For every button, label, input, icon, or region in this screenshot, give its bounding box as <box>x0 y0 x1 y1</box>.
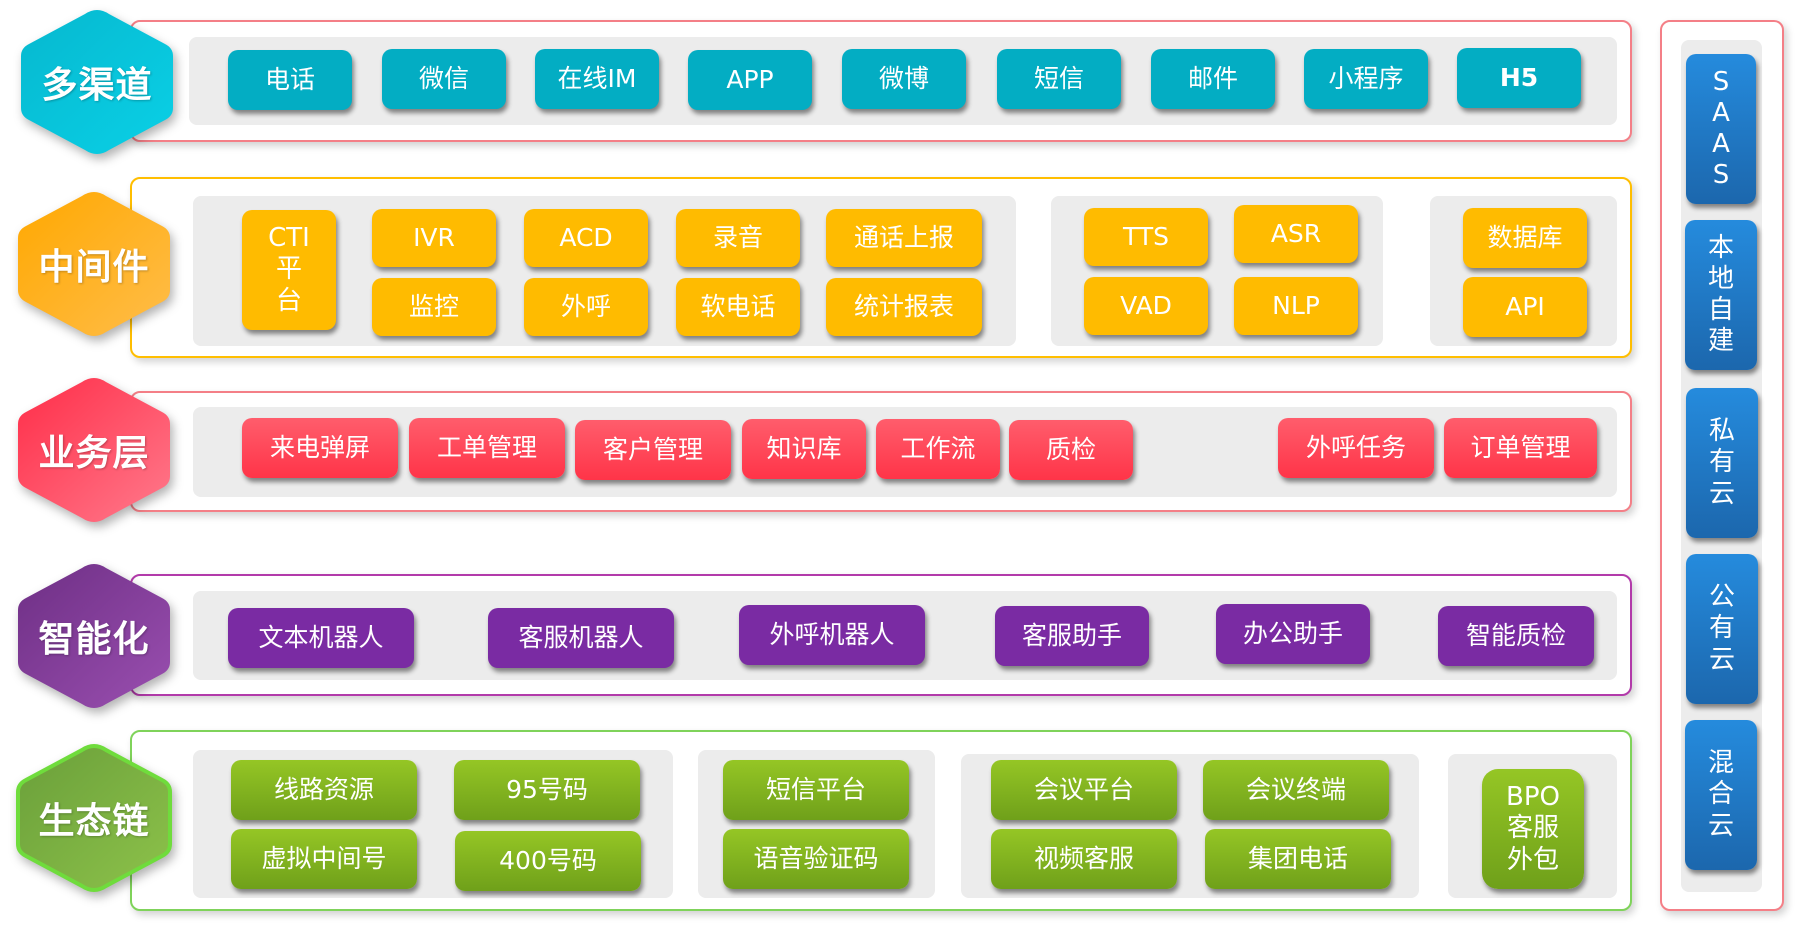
bpo-line: BPO <box>1506 782 1560 813</box>
layer-label: 生态链 <box>38 801 150 842</box>
business-button-quality-inspection[interactable]: 质检 <box>1009 420 1133 480</box>
deploy-char: 地 <box>1707 263 1734 294</box>
deploy-char: S <box>1712 160 1730 191</box>
eco-button-video-service[interactable]: 视频客服 <box>991 829 1177 889</box>
hexagon-shape <box>21 10 173 154</box>
eco-button-400-number[interactable]: 400号码 <box>455 831 641 891</box>
layer-badge-business: 业务层 <box>14 374 174 526</box>
eco-button-conference-terminal[interactable]: 会议终端 <box>1203 760 1389 820</box>
layer-label: 智能化 <box>38 619 150 660</box>
deploy-char: 私 <box>1708 416 1735 447</box>
middleware-button-softphone[interactable]: 软电话 <box>676 278 800 336</box>
channel-button-online-im[interactable]: 在线IM <box>535 49 659 109</box>
middleware-button-acd[interactable]: ACD <box>524 209 648 267</box>
ai-button-service-bot[interactable]: 客服机器人 <box>488 608 674 668</box>
layer-label: 中间件 <box>38 247 150 288</box>
ai-button-office-assist[interactable]: 办公助手 <box>1216 604 1370 664</box>
channel-button-mini-program[interactable]: 小程序 <box>1304 49 1428 109</box>
bpo-line: 外包 <box>1506 844 1559 875</box>
deploy-char: 有 <box>1708 613 1735 644</box>
eco-button-line-resources[interactable]: 线路资源 <box>231 760 417 820</box>
business-button-ticket-management[interactable]: 工单管理 <box>409 418 565 478</box>
layer-badge-middleware: 中间件 <box>14 188 174 340</box>
deploy-char: 云 <box>1708 644 1735 675</box>
deploy-char: 云 <box>1707 810 1734 841</box>
business-button-order-management[interactable]: 订单管理 <box>1444 418 1597 478</box>
eco-button-95-number[interactable]: 95号码 <box>454 760 640 820</box>
hexagon-shape <box>18 192 170 336</box>
business-button-customer-management[interactable]: 客户管理 <box>575 420 731 480</box>
eco-button-conference-platform[interactable]: 会议平台 <box>991 760 1177 820</box>
channel-button-app[interactable]: APP <box>688 50 812 110</box>
deploy-char: A <box>1712 97 1730 128</box>
deploy-char: A <box>1712 129 1730 159</box>
deploy-button-saas[interactable]: S A A S <box>1686 54 1756 204</box>
deploy-button-private-cloud[interactable]: 私 有 云 <box>1686 388 1758 538</box>
bpo-line: 客服 <box>1506 813 1559 844</box>
middleware-button-call-report[interactable]: 通话上报 <box>826 209 982 267</box>
hexagon-shape <box>18 564 170 708</box>
deploy-char: 有 <box>1708 447 1735 478</box>
business-button-knowledge-base[interactable]: 知识库 <box>742 419 866 479</box>
business-button-screen-pop[interactable]: 来电弹屏 <box>242 418 398 478</box>
eco-button-virtual-number[interactable]: 虚拟中间号 <box>231 829 417 889</box>
middleware-button-vad[interactable]: VAD <box>1084 277 1208 335</box>
layer-badge-ai: 智能化 <box>14 560 174 712</box>
cti-line: CTI <box>268 223 310 254</box>
channel-button-wechat[interactable]: 微信 <box>382 49 506 109</box>
cti-line: 平 <box>275 254 302 285</box>
deploy-char: 合 <box>1707 779 1734 810</box>
deploy-char: 建 <box>1707 326 1734 357</box>
ai-button-agent-assist[interactable]: 客服助手 <box>995 606 1149 666</box>
middleware-button-monitoring[interactable]: 监控 <box>372 278 496 336</box>
middleware-button-nlp[interactable]: NLP <box>1234 277 1358 335</box>
eco-button-sms-platform[interactable]: 短信平台 <box>723 760 909 820</box>
ai-button-smart-qa[interactable]: 智能质检 <box>1438 606 1594 666</box>
middleware-button-database[interactable]: 数据库 <box>1463 208 1587 268</box>
middleware-button-recording[interactable]: 录音 <box>676 209 800 267</box>
ai-button-text-bot[interactable]: 文本机器人 <box>228 608 414 668</box>
channel-button-h5[interactable]: H5 <box>1457 48 1581 108</box>
layer-label: 多渠道 <box>41 65 153 106</box>
deploy-char: 本 <box>1707 232 1734 263</box>
deploy-char: 云 <box>1708 478 1735 509</box>
ai-button-outbound-bot[interactable]: 外呼机器人 <box>739 605 925 665</box>
eco-button-bpo-outsourcing[interactable]: BPO 客服 外包 <box>1482 769 1584 889</box>
middleware-button-ivr[interactable]: IVR <box>372 209 496 267</box>
eco-button-group-phone[interactable]: 集团电话 <box>1205 829 1391 889</box>
layer-badge-channels: 多渠道 <box>17 6 177 158</box>
channel-button-sms[interactable]: 短信 <box>997 49 1121 109</box>
business-button-outbound-task[interactable]: 外呼任务 <box>1278 418 1434 478</box>
layer-badge-ecosystem: 生态链 <box>14 742 174 894</box>
middleware-button-statistics[interactable]: 统计报表 <box>826 278 982 336</box>
middleware-button-outbound[interactable]: 外呼 <box>524 278 648 336</box>
deploy-button-public-cloud[interactable]: 公 有 云 <box>1686 554 1758 704</box>
business-button-workflow[interactable]: 工作流 <box>876 419 1000 479</box>
eco-button-voice-verification[interactable]: 语音验证码 <box>723 829 909 889</box>
channel-button-weibo[interactable]: 微博 <box>842 49 966 109</box>
cti-line: 台 <box>275 285 302 316</box>
deploy-char: 公 <box>1708 582 1735 613</box>
deploy-char: 自 <box>1707 295 1734 325</box>
deploy-button-on-premise[interactable]: 本 地 自 建 <box>1685 220 1757 370</box>
middleware-button-tts[interactable]: TTS <box>1084 208 1208 266</box>
middleware-button-cti-platform[interactable]: CTI 平 台 <box>242 210 336 330</box>
channel-button-email[interactable]: 邮件 <box>1151 49 1275 109</box>
middleware-button-asr[interactable]: ASR <box>1234 205 1358 263</box>
deploy-char: 混 <box>1707 748 1734 779</box>
deploy-button-hybrid-cloud[interactable]: 混 合 云 <box>1685 720 1757 870</box>
hexagon-shape <box>18 378 170 522</box>
middleware-button-api[interactable]: API <box>1463 277 1587 337</box>
layer-label: 业务层 <box>38 433 150 474</box>
deploy-char: S <box>1712 66 1730 97</box>
channel-button-phone[interactable]: 电话 <box>228 50 352 110</box>
cut-off-title <box>150 0 600 4</box>
hexagon-shape <box>16 743 172 893</box>
